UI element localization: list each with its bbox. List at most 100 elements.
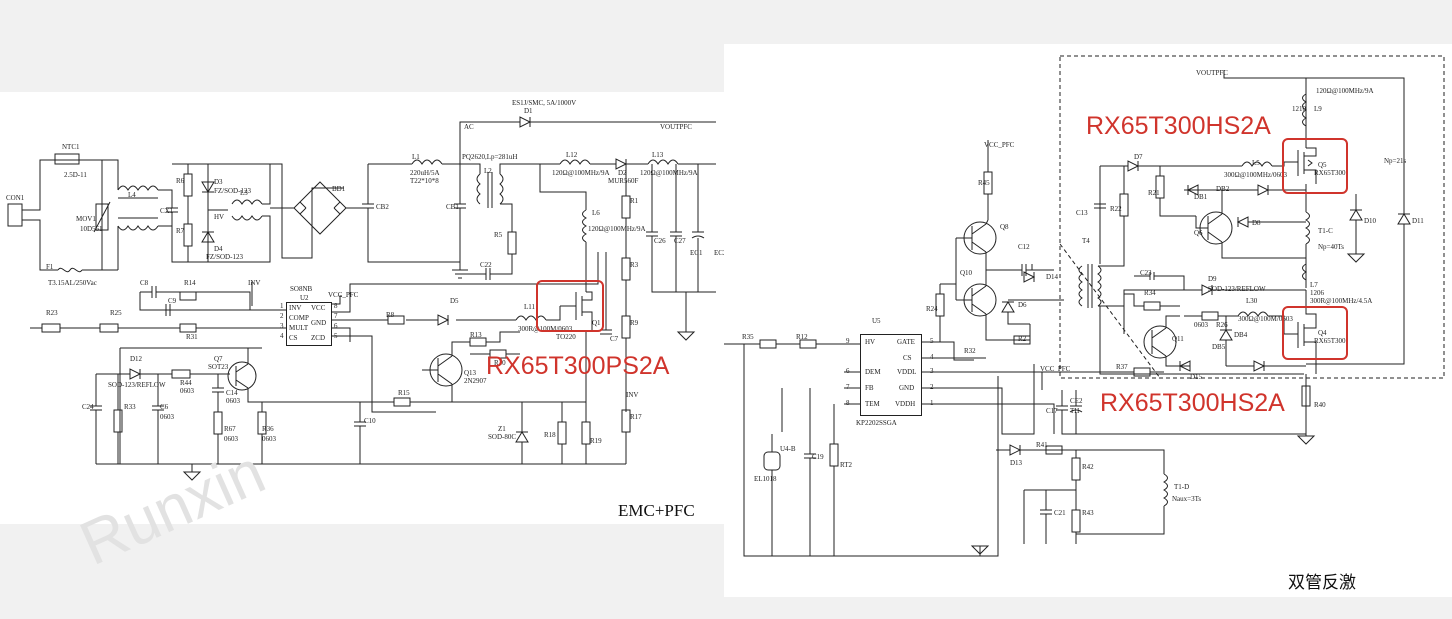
ic-pin-fb: FB: [865, 384, 874, 392]
label-q13: Q13: [464, 369, 477, 377]
label-naux: Naux=3Ts: [1172, 495, 1202, 503]
label-l6: L6: [592, 209, 600, 217]
ic-pin-gnd: GND: [311, 319, 327, 327]
caption-dual-switch-flyback: 双管反激: [1288, 573, 1356, 592]
label-q7-value: SOT23: [208, 363, 229, 371]
ic-pin-cs: CS: [903, 354, 912, 362]
label-l5-value: 300Ω@100MHz/0603: [1224, 171, 1287, 179]
label-hv: HV: [214, 213, 225, 221]
label-l7: L7: [1310, 281, 1318, 289]
ic-pin-num: 1: [280, 302, 284, 310]
label-db4: DB4: [1234, 331, 1248, 339]
ic-pin-num: 8: [334, 302, 338, 310]
label-l1-value: 220uH/5A: [410, 169, 440, 177]
label-l11: L11: [524, 303, 536, 311]
ic-part-name: KP2202SSGA: [856, 419, 897, 427]
label-voutpfc: VOUTPFC: [660, 123, 692, 131]
label-r3: R3: [630, 261, 639, 269]
ic-pin-vddl: VDDL: [897, 368, 917, 376]
label-vcc-pfc: VCC_PFC: [984, 141, 1015, 149]
label-l13: L13: [652, 151, 664, 159]
highlight-box-high-side-mosfet: [1282, 138, 1348, 194]
label-r44-value: 0603: [180, 387, 194, 395]
label-q5: Q5: [1318, 161, 1327, 169]
label-db5: DB5: [1212, 343, 1226, 351]
label-db2: DB2: [1216, 185, 1230, 193]
label-mov-value: 10D561: [80, 225, 103, 233]
ic-pin-num: 8: [846, 399, 850, 407]
mov1: [95, 203, 109, 231]
label-rt2: RT2: [840, 461, 853, 469]
caption-emc-pfc: EMC+PFC: [618, 501, 695, 520]
label-l9: L9: [1314, 105, 1322, 113]
label-ac: AC: [464, 123, 474, 131]
label-c9: C9: [168, 297, 177, 305]
label-c23: C23: [1140, 269, 1152, 277]
pfc-controller-ic: INV COMP MULT CS VCC GND ZCD: [286, 302, 332, 346]
label-c24: C24: [82, 403, 94, 411]
label-r13: R13: [470, 331, 482, 339]
label-l12-value: 120Ω@100MHz/9A: [552, 169, 610, 177]
emc-pfc-wiring: [7, 116, 716, 481]
label-f1: F1: [46, 263, 54, 271]
schematic-emc-pfc: INV COMP MULT CS VCC GND ZCD 1 2 3 4 8 7…: [0, 92, 727, 524]
label-d10: D10: [1364, 217, 1377, 225]
line-input-top: [22, 159, 62, 211]
highlight-box-pfc-mosfet: [536, 280, 604, 332]
label-to220: TO220: [556, 333, 576, 341]
label-np-mid: Np=40Ts: [1318, 243, 1345, 251]
label-c26: C26: [654, 237, 666, 245]
label-l1: L1: [412, 153, 420, 161]
label-d7: D7: [1134, 153, 1143, 161]
highlight-high-side-part: RX65T300HS2A: [1086, 112, 1271, 140]
label-r14: R14: [184, 279, 196, 287]
label-ec2: EC2: [714, 249, 727, 257]
label-r26-value: 0603: [1194, 321, 1208, 329]
label-q13-value: 2N2907: [464, 377, 487, 385]
label-c17: C17: [1046, 407, 1058, 415]
ic-part-name: SO8NB: [290, 285, 313, 293]
label-d2-value: MUR560F: [608, 177, 639, 185]
label-ce2: CE2: [1070, 397, 1083, 405]
label-r17: R17: [630, 413, 642, 421]
label-c6-value: 0603: [160, 413, 174, 421]
label-vcc-pfc-2: VCC_PFC: [1040, 365, 1071, 373]
label-c13: C13: [1076, 209, 1088, 217]
label-l9-pkg: 1210: [1292, 105, 1306, 113]
label-l9-value: 120Ω@100MHz/9A: [1316, 87, 1374, 95]
label-d14: D14: [1046, 273, 1059, 281]
ic-pin-zcd: ZCD: [311, 334, 325, 342]
label-r19: R19: [590, 437, 602, 445]
ic-pin-num: 2: [280, 312, 284, 320]
label-q4-value: RX65T300: [1314, 337, 1346, 345]
label-r15: R15: [398, 389, 410, 397]
label-d5: D5: [450, 297, 459, 305]
label-q1: Q1: [592, 319, 601, 327]
label-t1c: T1-C: [1318, 227, 1333, 235]
label-t1d: T1-D: [1174, 483, 1190, 491]
label-c14: C14: [226, 389, 238, 397]
label-u4b: U4-B: [780, 445, 796, 453]
label-r67-value: 0603: [224, 435, 238, 443]
label-th: TH: [1070, 407, 1080, 415]
ic-pin-vddh: VDDH: [895, 400, 916, 408]
ic-ref: U5: [872, 317, 881, 325]
label-r31: R31: [186, 333, 198, 341]
label-r26: R26: [1216, 321, 1228, 329]
label-r37: R37: [1116, 363, 1128, 371]
label-db1: DB1: [1194, 193, 1208, 201]
ic-pin-num: 4: [930, 353, 934, 361]
label-q6: Q6: [1194, 229, 1203, 237]
ic-pin-tem: TEM: [865, 400, 880, 408]
ic-pin-num: 7: [846, 383, 850, 391]
label-z1: Z1: [498, 425, 506, 433]
label-d3: D3: [214, 178, 223, 186]
label-inv: INV: [248, 279, 261, 287]
label-d9: D9: [1208, 275, 1217, 283]
label-d4: D4: [214, 245, 223, 253]
label-d11: D11: [1412, 217, 1424, 225]
choke-l4: [117, 185, 159, 191]
fuse-f1: [57, 267, 83, 273]
label-c6: C6: [160, 403, 169, 411]
ic-pin-num: 6: [846, 367, 850, 375]
